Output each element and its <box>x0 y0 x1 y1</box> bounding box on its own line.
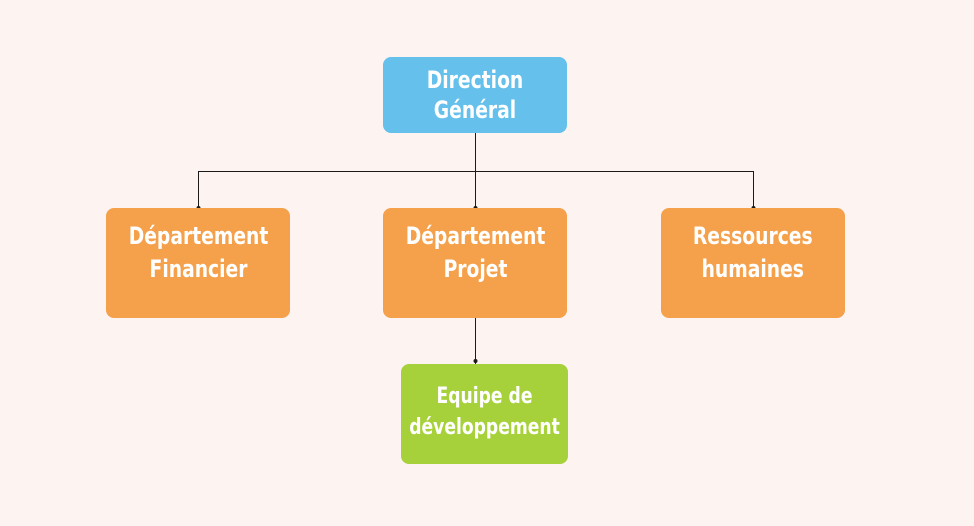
node-departement-financier-label: Département Financier <box>128 222 268 283</box>
node-equipe-developpement-label: Equipe de développement <box>409 384 560 440</box>
node-ressources-humaines: Ressources humaines <box>661 208 845 318</box>
node-departement-projet: Département Projet <box>383 208 567 318</box>
node-departement-financier: Département Financier <box>106 208 290 318</box>
node-equipe-developpement: Equipe de développement <box>401 364 568 464</box>
node-ressources-humaines-label: Ressources humaines <box>693 222 813 283</box>
node-departement-projet-label: Département Projet <box>405 222 545 283</box>
node-direction-general: Direction Général <box>383 57 567 133</box>
connector-dot-dev <box>473 359 478 363</box>
node-direction-general-label: Direction Général <box>426 66 524 124</box>
